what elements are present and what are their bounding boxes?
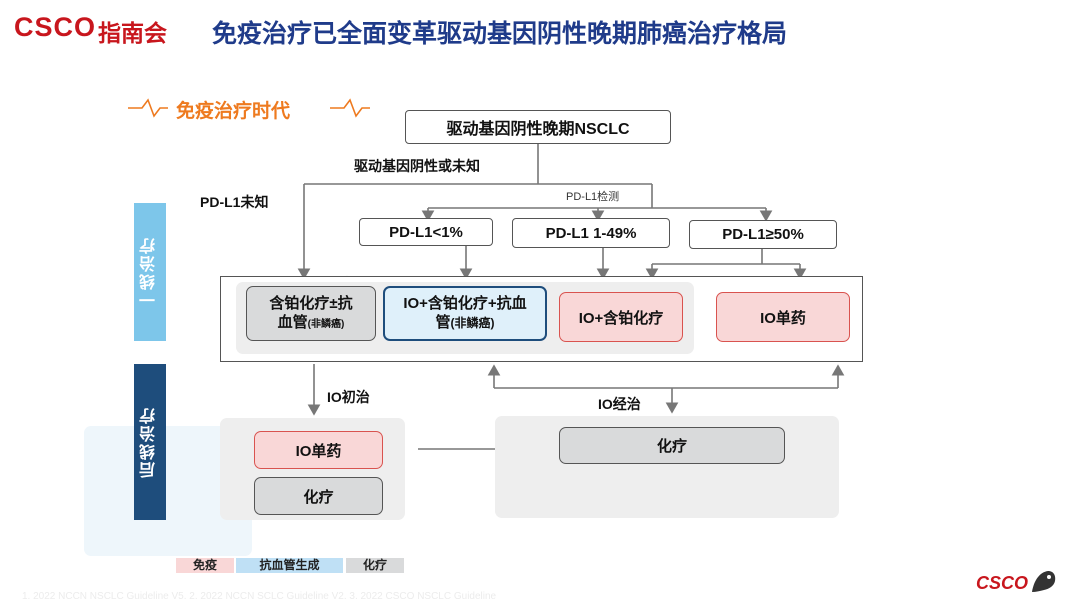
- root-node: 驱动基因阴性晚期NSCLC: [405, 110, 671, 144]
- io-chemo-antiangio-note: (非鳞癌): [450, 316, 495, 330]
- references: 1. 2022 NCCN NSCLC Guideline V5. 2. 2022…: [22, 591, 497, 602]
- io-treated-label: IO经治: [598, 396, 641, 412]
- io-chemo-antiangio-line2: 管(非鳞癌): [435, 313, 494, 333]
- io-chemo-antiangio-line2-text: 管: [435, 314, 451, 331]
- io-naive-label: IO初治: [327, 389, 370, 405]
- chemo-second-line-right-node: 化疗: [559, 427, 785, 464]
- slide-title: 免疫治疗已全面变革驱动基因阴性晚期肺癌治疗格局: [212, 20, 788, 48]
- pdl1-1-49-node: PD-L1 1-49%: [512, 218, 670, 248]
- brand-logo: CSCO: [14, 12, 97, 42]
- footer-logo: CSCO: [976, 568, 1058, 594]
- chemo-antiangio-line2: 血管(非鳞癌): [278, 313, 345, 334]
- first-line-label: 一线治疗: [141, 236, 158, 308]
- pdl1-test-label: PD-L1检测: [566, 191, 620, 203]
- pdl1-ge50-node: PD-L1≥50%: [689, 220, 837, 249]
- io-chemo-node: IO+含铂化疗: [559, 292, 683, 342]
- era-label: 免疫治疗时代: [176, 101, 291, 122]
- chemo-antiangio-line2-text: 血管: [277, 313, 308, 331]
- pulse-icon-left: [128, 98, 168, 118]
- legend-angio: 抗血管生成: [236, 558, 343, 573]
- brand-name: 指南会: [98, 20, 167, 46]
- io-chemo-antiangio-line1: IO+含铂化疗+抗血: [403, 295, 527, 312]
- first-line-bar: 一线治疗: [134, 203, 166, 341]
- chemo-antiangio-node: 含铂化疗±抗 血管(非鳞癌): [246, 286, 376, 341]
- io-mono-first-line-node: IO单药: [716, 292, 850, 342]
- chemo-antiangio-line1: 含铂化疗±抗: [269, 294, 353, 312]
- io-chemo-antiangio-node: IO+含铂化疗+抗血 管(非鳞癌): [383, 286, 547, 341]
- second-line-label: 后线治疗: [141, 406, 158, 478]
- legend-immune: 免疫: [176, 558, 234, 573]
- pdl1-unknown-label: PD-L1未知: [200, 194, 269, 210]
- legend-chemo: 化疗: [346, 558, 404, 573]
- driver-negative-label: 驱动基因阴性或未知: [354, 158, 480, 174]
- chemo-second-line-left-node: 化疗: [254, 477, 383, 515]
- chemo-antiangio-note: (非鳞癌): [307, 318, 345, 330]
- second-line-bar: 后线治疗: [134, 364, 166, 520]
- footer-logo-text: CSCO: [976, 573, 1029, 593]
- pdl1-lt1-node: PD-L1<1%: [359, 218, 493, 246]
- pulse-icon-right: [330, 98, 370, 118]
- io-mono-second-line-node: IO单药: [254, 431, 383, 469]
- lion-mark-icon: [1032, 571, 1056, 592]
